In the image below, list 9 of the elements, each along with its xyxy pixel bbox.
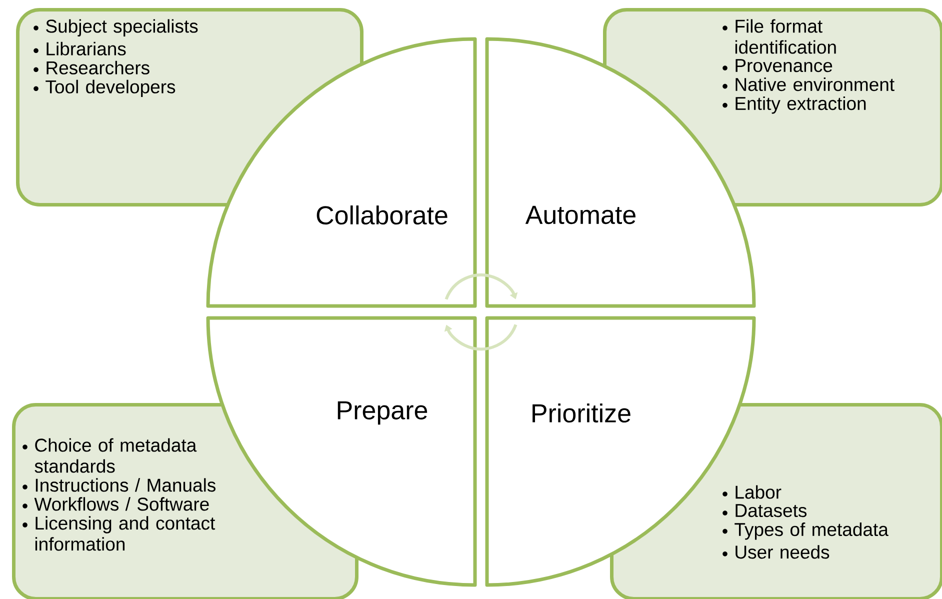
bullet-text: Researchers — [46, 60, 150, 74]
bullet-text: Librarians — [46, 42, 126, 56]
cycle-arrow — [444, 324, 518, 350]
bullet-text: Choice of metadata standards — [34, 438, 197, 473]
cycle-arrow — [444, 274, 518, 300]
bullet-text: Subject specialists — [46, 19, 198, 36]
bullet-text: Workflows / Software — [34, 497, 209, 511]
quadrant-segment: Collaborate — [206, 37, 477, 308]
bullet-text: Tool developers — [46, 80, 176, 98]
